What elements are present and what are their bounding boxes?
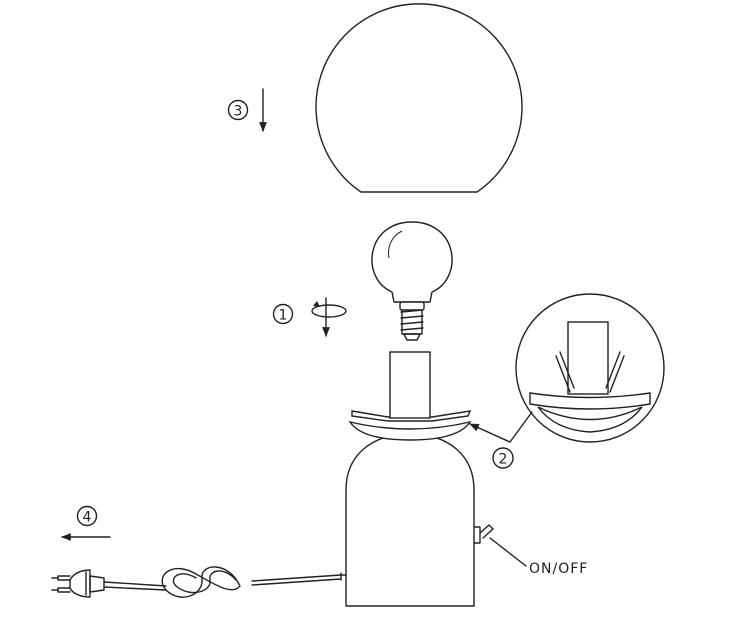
switch-label: ON/OFF [529, 561, 588, 577]
light-bulb [371, 221, 453, 341]
step-4-callout: 4 [61, 505, 111, 541]
lamp-base [345, 433, 475, 607]
step-2-callout: 2 [469, 293, 665, 469]
zoom-detail [515, 293, 665, 443]
step-2-circle [492, 447, 514, 469]
step-4-number: 4 [83, 510, 92, 526]
step-3-number: 3 [234, 104, 243, 120]
lamp-base-assembly [340, 351, 494, 607]
glass-shade [315, 3, 523, 193]
on-off-switch [473, 524, 494, 544]
rotate-clockwise-icon [311, 297, 347, 337]
step-1-circle [272, 303, 294, 325]
step-4-circle [76, 505, 98, 527]
power-cord [103, 566, 342, 598]
bulb-socket [389, 351, 431, 419]
step-3-circle [227, 99, 249, 121]
shade-holder-dish [348, 420, 472, 441]
step-2-number: 2 [499, 452, 508, 468]
step-1-number: 1 [279, 308, 288, 324]
power-plug [51, 569, 105, 598]
step-1-callout: 1 [272, 297, 347, 337]
switch-callout: ON/OFF [489, 537, 588, 577]
step-3-callout: 3 [227, 88, 267, 132]
